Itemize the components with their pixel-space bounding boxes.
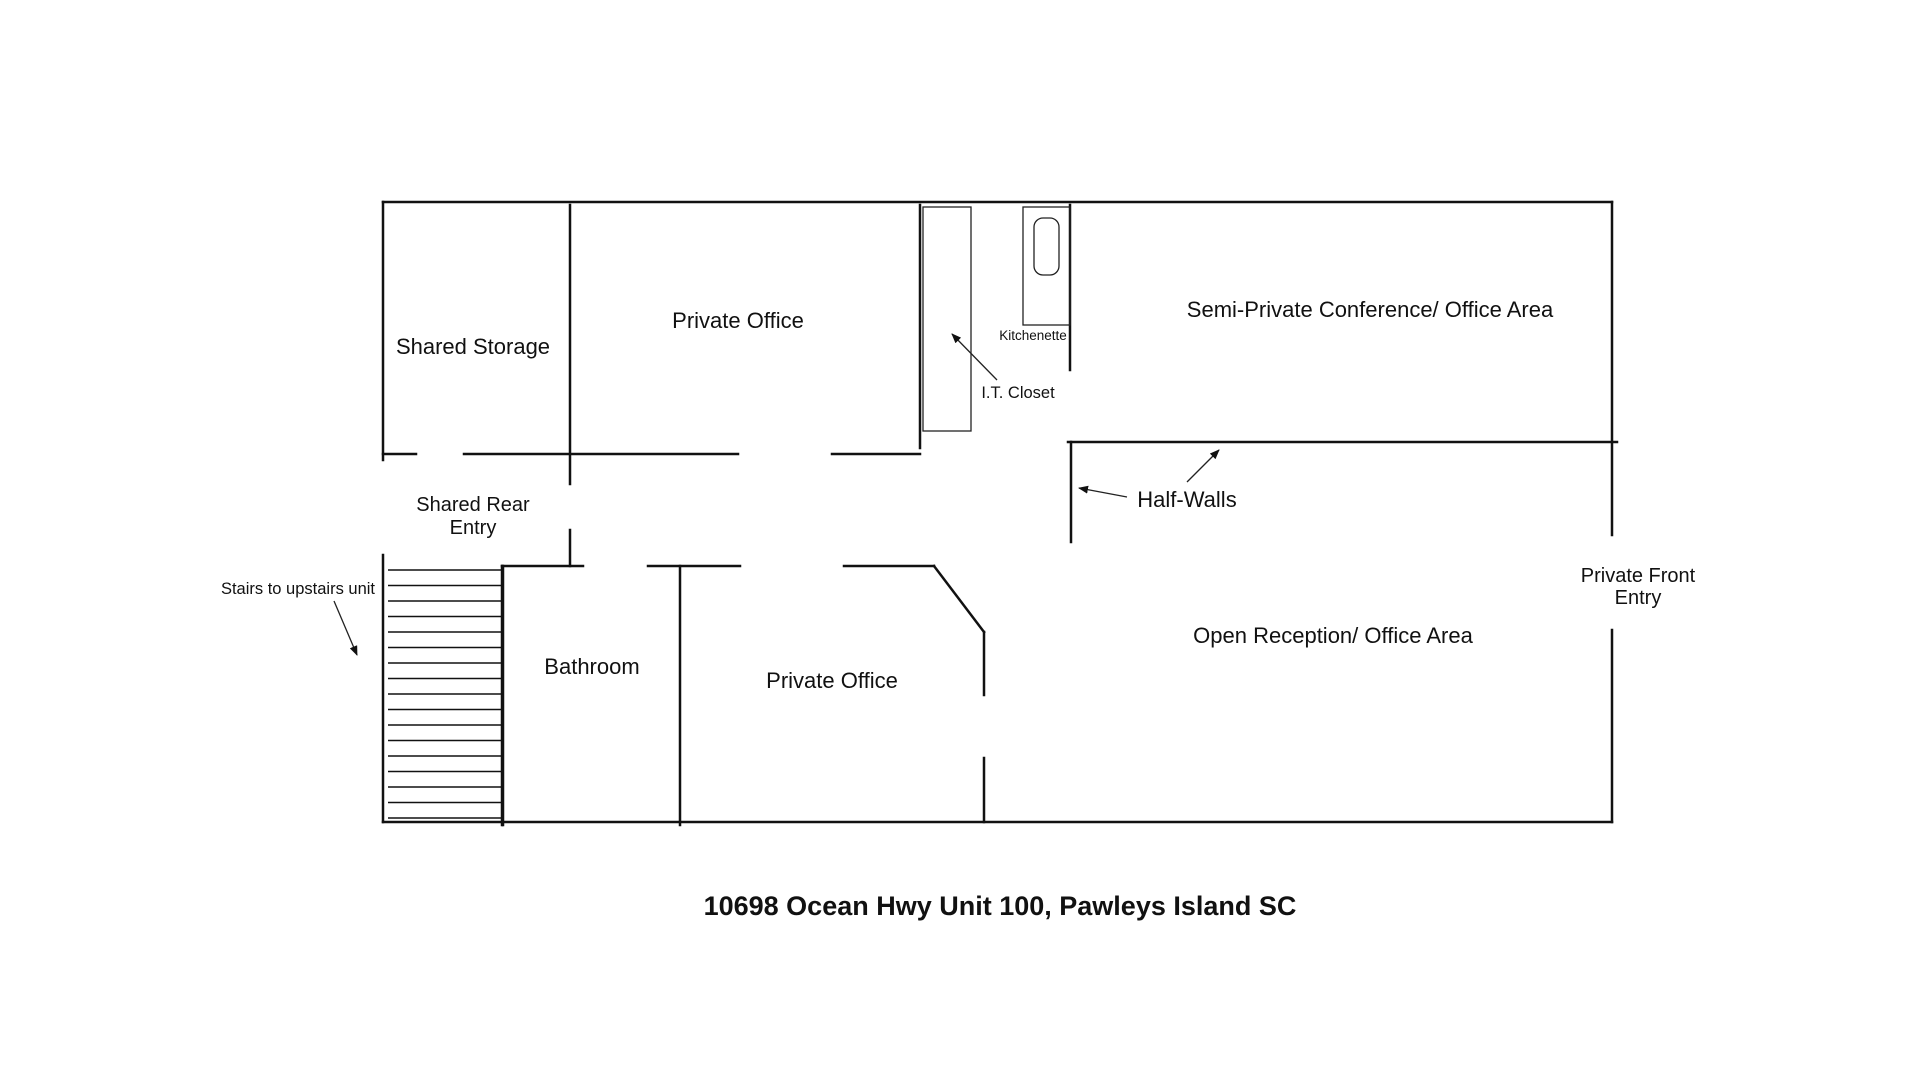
outer-walls bbox=[381, 200, 1614, 824]
half-walls bbox=[1066, 440, 1619, 544]
shared-rear-entry-label-2: Entry bbox=[450, 517, 497, 539]
annotation-arrows bbox=[333, 333, 1220, 656]
stairs-arrow bbox=[333, 600, 358, 656]
half-walls-arrow-up bbox=[1186, 449, 1220, 483]
private-front-entry-label-2: Entry bbox=[1615, 587, 1662, 609]
shared-rear-entry-label-1: Shared Rear bbox=[416, 494, 530, 516]
it-closet-label: I.T. Closet bbox=[981, 384, 1055, 402]
stairs bbox=[388, 564, 505, 827]
half-walls-arrow-left bbox=[1078, 485, 1128, 498]
conference-label: Semi-Private Conference/ Office Area bbox=[1187, 297, 1554, 322]
page-title: 10698 Ocean Hwy Unit 100, Pawleys Island… bbox=[704, 891, 1297, 921]
private-office-bottom-label: Private Office bbox=[766, 668, 898, 693]
open-reception-label: Open Reception/ Office Area bbox=[1193, 623, 1473, 648]
bathroom-label: Bathroom bbox=[544, 654, 639, 679]
private-front-entry-label-1: Private Front bbox=[1581, 565, 1696, 587]
stairs-label: Stairs to upstairs unit bbox=[221, 580, 375, 598]
it-closet-arrow bbox=[951, 333, 998, 381]
shared-storage-label: Shared Storage bbox=[396, 334, 550, 359]
kitchenette-label: Kitchenette bbox=[999, 328, 1067, 343]
room-labels: Shared Storage Private Office Kitchenett… bbox=[221, 297, 1696, 693]
sink-icon bbox=[1033, 217, 1060, 276]
kitchenette-counter bbox=[1022, 206, 1071, 326]
half-walls-label: Half-Walls bbox=[1137, 487, 1236, 512]
private-office-top-label: Private Office bbox=[672, 308, 804, 333]
it-closet-cabinet bbox=[922, 206, 972, 432]
